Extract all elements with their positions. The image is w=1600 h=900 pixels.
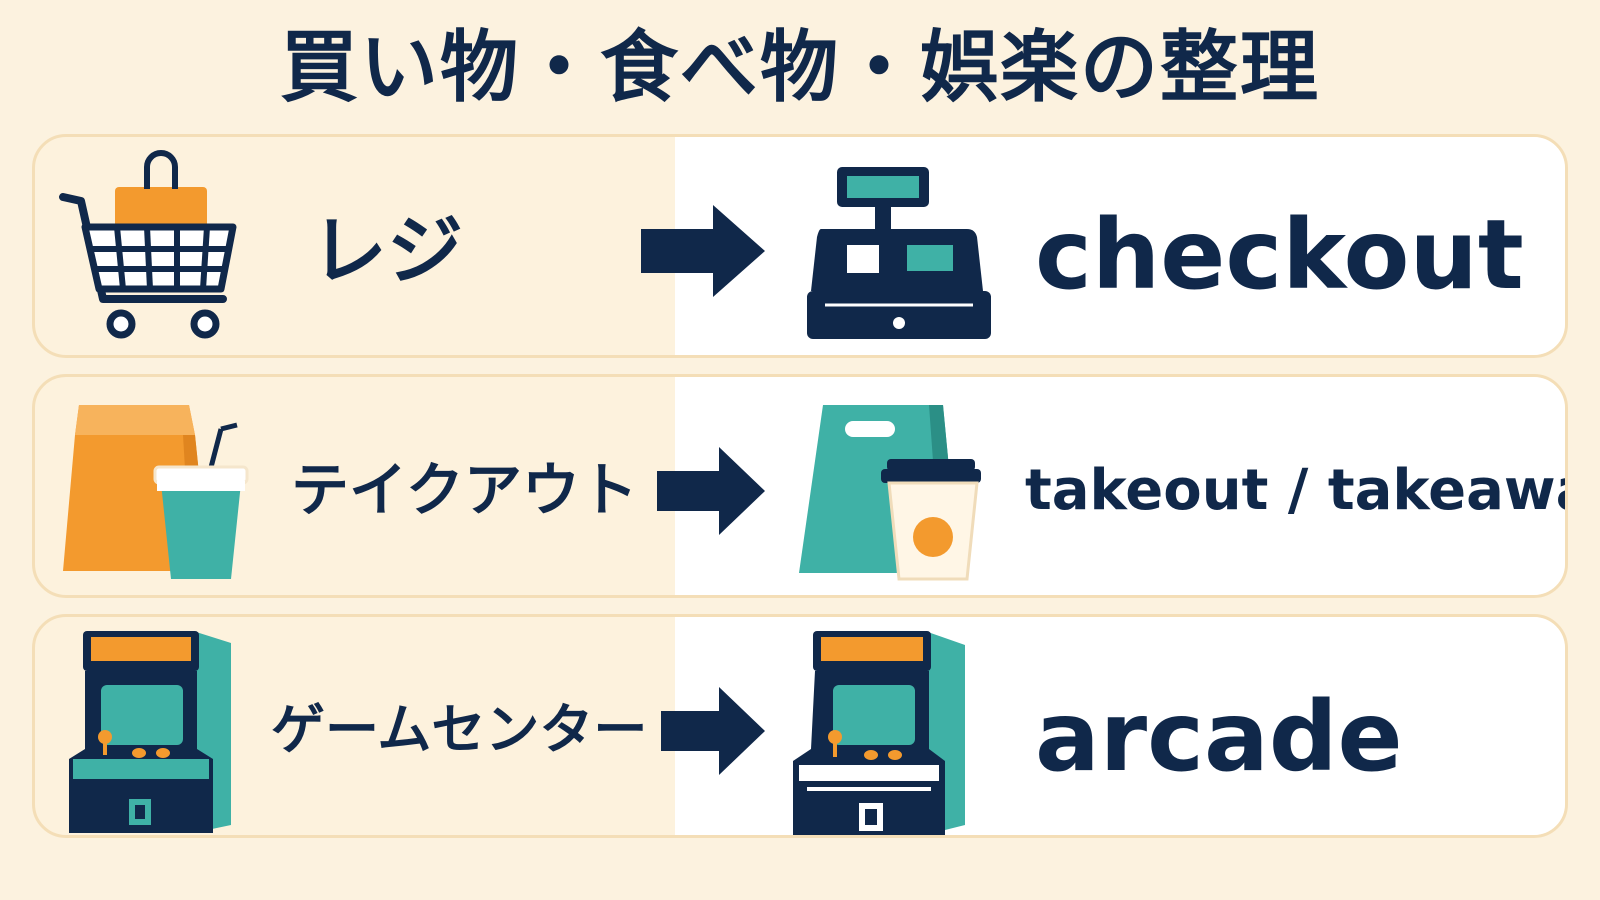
shopping-cart-icon xyxy=(59,150,237,339)
page-title: 買い物・食べ物・娯楽の整理 xyxy=(279,23,1320,113)
english-term: checkout xyxy=(1035,199,1524,311)
vocab-row-arcade: ゲームセンター arcade xyxy=(32,614,1568,838)
arcade-cabinet-icon xyxy=(69,631,231,833)
japanese-term: レジ xyxy=(311,206,463,295)
paper-bag-cup-icon xyxy=(63,405,249,579)
english-term: arcade xyxy=(1035,681,1403,793)
english-term: takeout / takeaway xyxy=(1025,458,1568,523)
takeout-bag-coffee-icon xyxy=(799,405,981,581)
vocab-row-checkout: レジ checkout xyxy=(32,134,1568,358)
arrow-right-icon xyxy=(657,447,765,535)
arrow-right-icon xyxy=(661,687,765,775)
japanese-term: テイクアウト xyxy=(291,456,638,524)
cash-register-icon xyxy=(807,167,991,339)
japanese-term: ゲームセンター xyxy=(271,698,648,761)
arrow-right-icon xyxy=(641,205,765,297)
arcade-cabinet-icon xyxy=(793,631,965,835)
vocab-row-takeout: テイクアウト takeout / takeaway xyxy=(32,374,1568,598)
